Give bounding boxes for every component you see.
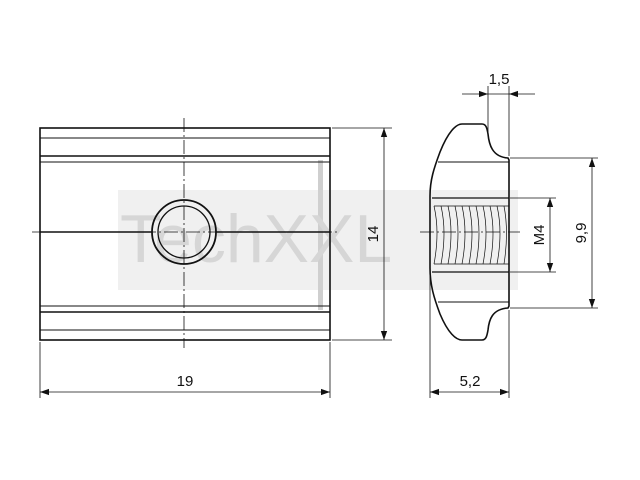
front-view — [32, 118, 340, 348]
dim-height-side: 9,9 — [573, 223, 590, 244]
side-view — [420, 123, 520, 341]
watermark-text: TechXXL — [120, 201, 392, 277]
watermark: TechXXL — [118, 160, 518, 310]
side-dimensions — [429, 86, 598, 398]
dim-depth-side: 5,2 — [460, 373, 481, 390]
front-outline — [39, 127, 331, 341]
dim-height-front: 14 — [365, 226, 382, 243]
dim-thread: M4 — [531, 225, 548, 246]
thread-pattern — [433, 205, 507, 265]
side-outline — [429, 123, 510, 341]
dim-width-front: 19 — [177, 373, 194, 390]
front-dimensions — [39, 127, 392, 398]
dim-flange: 1,5 — [489, 71, 510, 88]
